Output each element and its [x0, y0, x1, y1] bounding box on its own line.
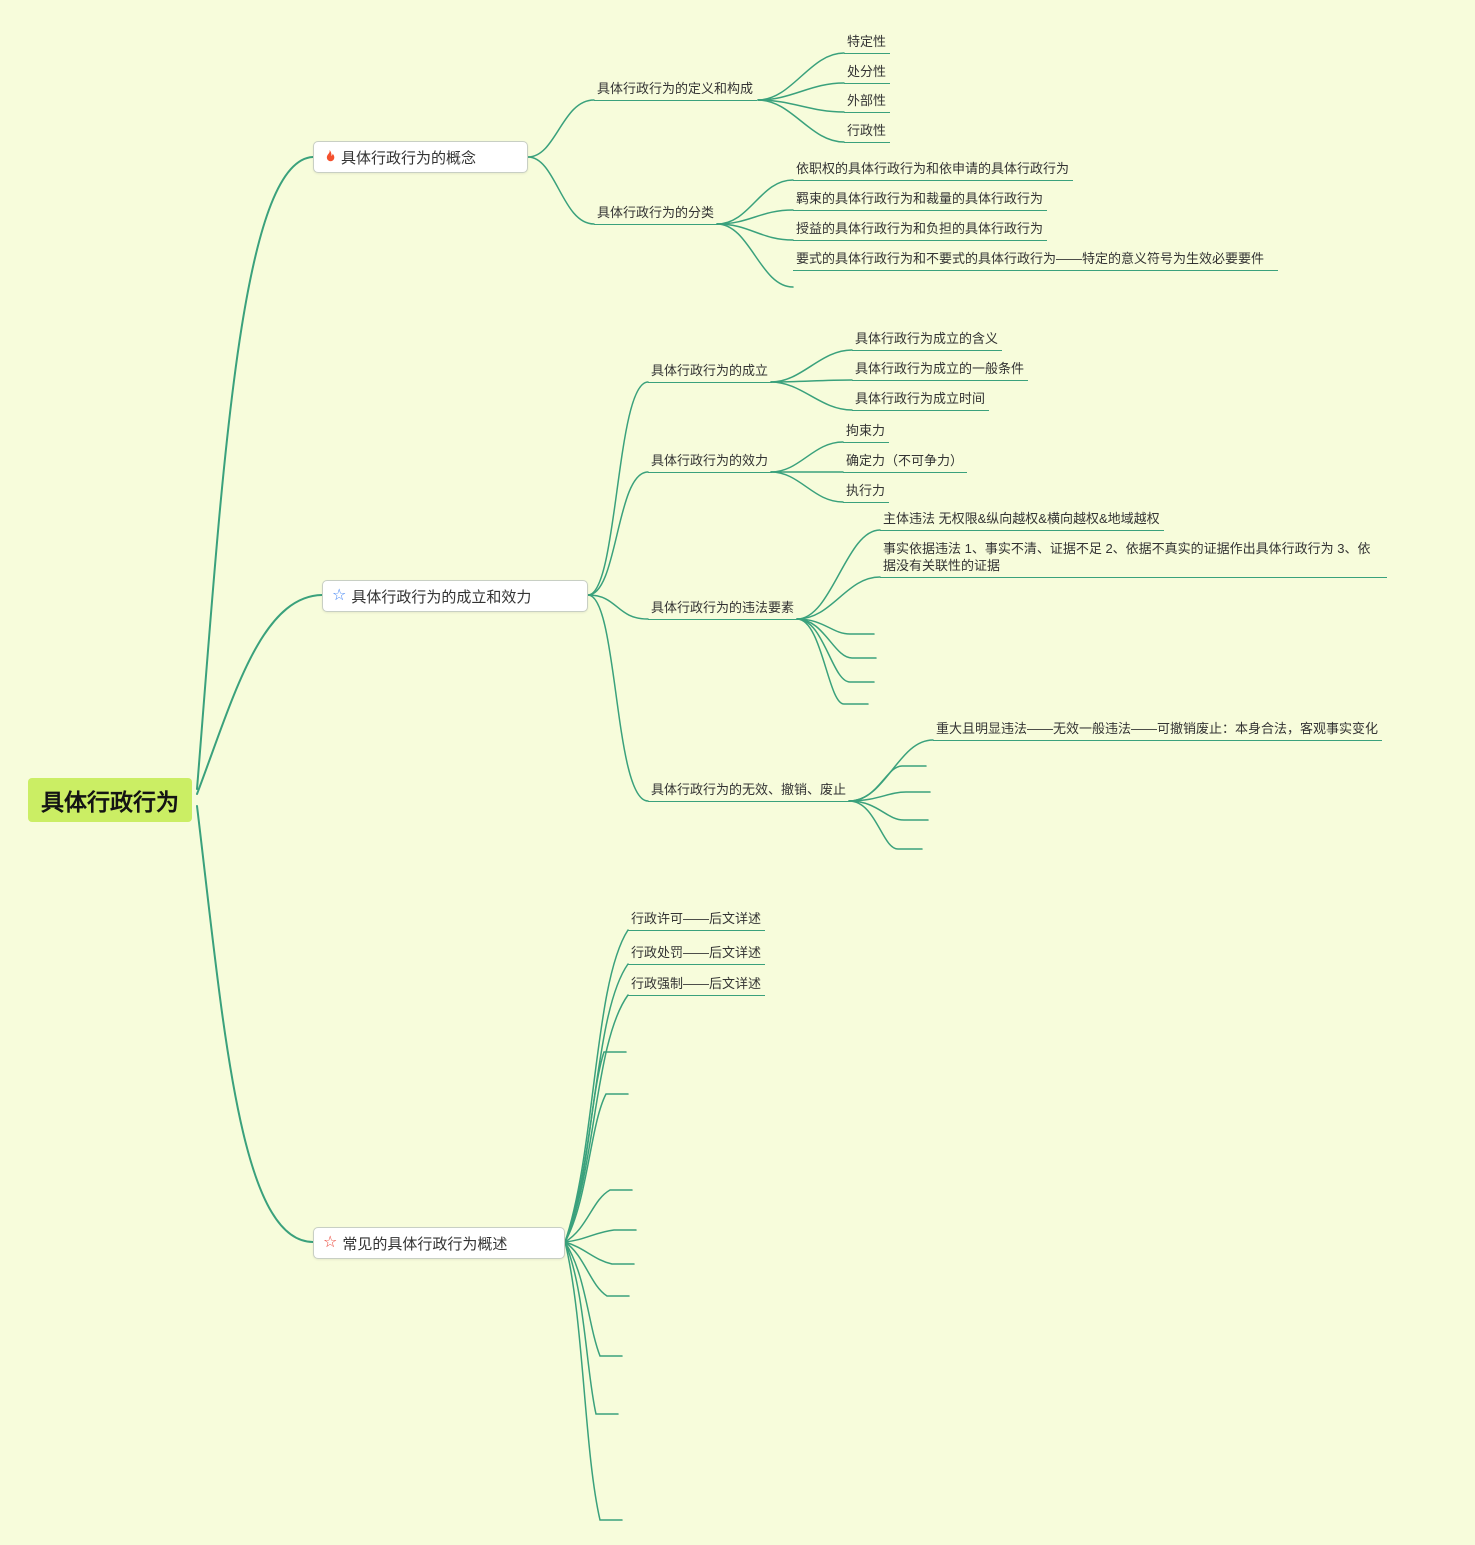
- main-topic-concept[interactable]: 具体行政行为的概念: [313, 141, 528, 173]
- mindmap-node[interactable]: 具体行政行为成立时间: [852, 390, 990, 411]
- mindmap-node[interactable]: 行政许可——后文详述: [628, 910, 766, 931]
- mindmap-node[interactable]: 主体违法 无权限&纵向越权&横向越权&地域越权: [880, 510, 1164, 531]
- mindmap-node[interactable]: 处分性: [844, 63, 891, 84]
- mindmap-node[interactable]: 具体行政行为的无效、撤销、废止: [648, 781, 851, 802]
- mindmap-node[interactable]: 羁束的具体行政行为和裁量的具体行政行为: [793, 190, 1048, 211]
- mindmap-node[interactable]: 要式的具体行政行为和不要式的具体行政行为——特定的意义符号为生效必要要件: [793, 250, 1278, 271]
- mindmap-node[interactable]: 拘束力: [843, 422, 890, 443]
- central-topic[interactable]: 具体行政行为: [28, 778, 192, 822]
- main-topic-concept-label: 具体行政行为的概念: [341, 149, 477, 167]
- star-blue-icon: ☆: [332, 587, 347, 604]
- star-red-icon: ☆: [323, 1234, 338, 1251]
- mindmap-node[interactable]: 具体行政行为的违法要素: [648, 599, 799, 620]
- mindmap-node[interactable]: 确定力（不可争力）: [843, 452, 968, 473]
- mindmap-node[interactable]: 重大且明显违法——无效一般违法——可撤销废止：本身合法，客观事实变化: [933, 720, 1383, 741]
- mindmap-node[interactable]: 执行力: [843, 482, 890, 503]
- mindmap-node[interactable]: 行政性: [844, 122, 891, 143]
- mindmap-node[interactable]: 特定性: [844, 33, 891, 54]
- mindmap-node[interactable]: 具体行政行为成立的一般条件: [852, 360, 1029, 381]
- main-topic-common-acts[interactable]: ☆ 常见的具体行政行为概述: [313, 1227, 565, 1259]
- mindmap-node[interactable]: 事实依据违法 1、事实不清、证据不足 2、依据不真实的证据作出具体行政行为 3、…: [880, 540, 1387, 578]
- main-topic-establishment-effect[interactable]: ☆ 具体行政行为的成立和效力: [322, 580, 588, 612]
- mindmap-node[interactable]: 授益的具体行政行为和负担的具体行政行为: [793, 220, 1048, 241]
- mindmap-node[interactable]: 行政处罚——后文详述: [628, 944, 766, 965]
- main-topic-establishment-effect-label: 具体行政行为的成立和效力: [351, 588, 532, 606]
- mindmap-node[interactable]: 具体行政行为的定义和构成: [594, 80, 758, 101]
- mindmap-node[interactable]: 具体行政行为的分类: [594, 204, 719, 225]
- mindmap-node[interactable]: 依职权的具体行政行为和依申请的具体行政行为: [793, 160, 1074, 181]
- mindmap-node[interactable]: 外部性: [844, 92, 891, 113]
- mindmap-node[interactable]: 具体行政行为的效力: [648, 452, 773, 473]
- flame-icon: [323, 149, 336, 165]
- mindmap-node[interactable]: 具体行政行为成立的含义: [852, 330, 1003, 351]
- mindmap-node[interactable]: 行政强制——后文详述: [628, 975, 766, 996]
- mindmap-node[interactable]: 具体行政行为的成立: [648, 362, 773, 383]
- main-topic-common-acts-label: 常见的具体行政行为概述: [342, 1235, 508, 1253]
